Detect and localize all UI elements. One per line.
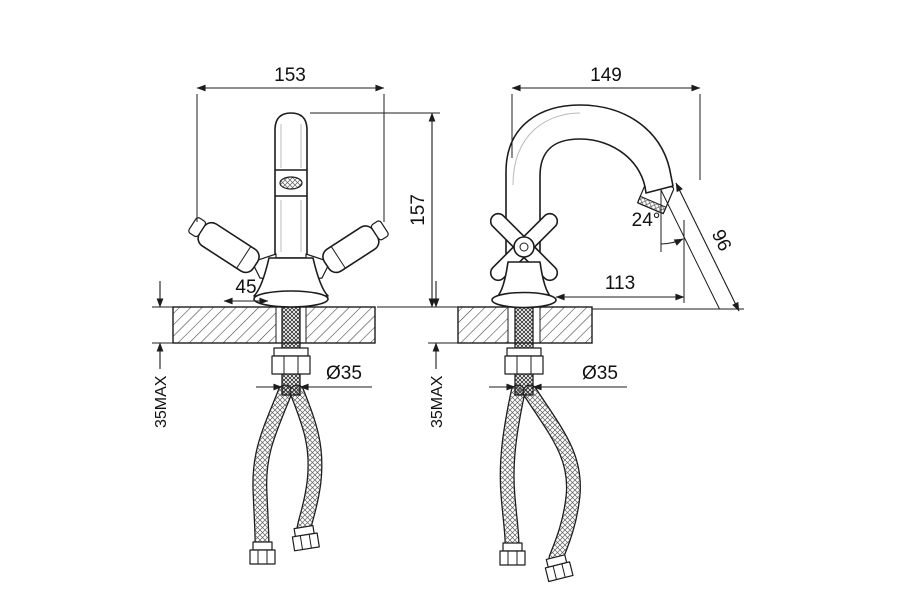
dim-side-shank-label: Ø35: [582, 363, 618, 384]
dim-side-reach: 113: [555, 220, 685, 303]
dim-side-angle: 24°: [632, 189, 720, 310]
front-base-plate: [253, 290, 329, 308]
dim-front-width: 153: [196, 65, 385, 222]
side-washer: [506, 347, 542, 357]
dim-side-depth-label: 149: [590, 65, 622, 86]
front-base-dome: [253, 257, 329, 297]
front-faucet-body: [185, 112, 391, 308]
dim-side-reach-label: 113: [605, 273, 635, 294]
front-hose-right-fitting: [291, 524, 320, 552]
side-view: 149 24° 96 113 Ø35: [428, 65, 744, 583]
dim-front-shank: Ø35: [256, 363, 372, 391]
dim-front-counter-label: 35MAX: [153, 375, 170, 428]
dim-front-width-label: 153: [274, 65, 306, 86]
front-dimensions: 153 157 45 Ø35 35MAX: [152, 65, 440, 428]
side-hose-left: [500, 385, 525, 551]
front-right-handle[interactable]: [319, 216, 391, 275]
front-view: 153 157 45 Ø35 35MAX: [152, 65, 440, 565]
side-dimensions: 149 24° 96 113 Ø35: [428, 65, 744, 428]
dim-side-depth: 149: [511, 65, 701, 180]
dim-front-shank-label: Ø35: [326, 363, 362, 384]
front-washer: [273, 347, 309, 357]
side-base-plate: [491, 291, 557, 309]
side-hoses: [499, 384, 581, 583]
dim-side-outlet-height-label: 96: [707, 226, 735, 254]
dim-front-counter: 35MAX: [152, 281, 175, 428]
front-hoses: [249, 384, 323, 565]
side-faucet-body: [489, 104, 675, 309]
dim-side-counter: 35MAX: [428, 281, 460, 428]
dim-front-base-label: 45: [235, 277, 256, 298]
dim-front-height: 157: [310, 112, 440, 308]
front-aerator: [279, 176, 303, 190]
side-mounting-nut: [504, 355, 544, 375]
side-hose-right: [523, 385, 580, 565]
front-shank-assembly: [271, 299, 311, 396]
front-left-handle[interactable]: [185, 213, 262, 276]
side-shank-assembly: [504, 299, 544, 396]
dim-front-base: 45: [223, 277, 269, 305]
side-gooseneck-spout: [505, 104, 674, 259]
side-hose-left-fitting: [499, 542, 526, 566]
side-hose-right-fitting: [544, 554, 574, 583]
front-hose-left-fitting: [249, 541, 276, 565]
front-counter-section: [172, 306, 376, 344]
front-hose-left: [253, 385, 292, 550]
dim-side-counter-label: 35MAX: [429, 375, 446, 428]
front-mounting-nut: [271, 355, 311, 375]
dim-front-height-label: 157: [408, 194, 429, 226]
front-hose-right: [290, 385, 322, 535]
dim-side-shank: Ø35: [489, 363, 627, 391]
dim-side-angle-label: 24°: [632, 210, 661, 231]
